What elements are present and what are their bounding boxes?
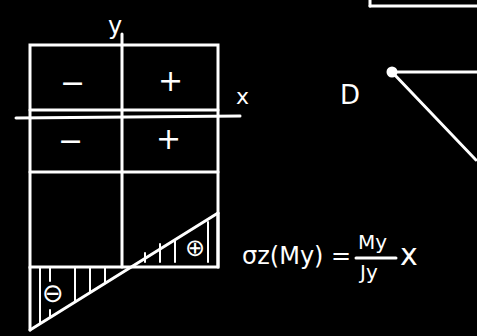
formula-numerator: My: [358, 232, 387, 252]
sign: −: [58, 126, 83, 156]
y-axis: [121, 34, 124, 267]
stress-edge: [29, 267, 32, 330]
stress-line: [30, 213, 218, 330]
sign-circle: ⊖: [42, 280, 64, 306]
hatching: [40, 222, 208, 323]
sign: +: [158, 66, 183, 96]
cross-section: [30, 45, 218, 267]
sign: −: [60, 68, 85, 98]
formula: σz(My) =: [242, 244, 351, 268]
sign: +: [156, 124, 181, 154]
formula: x: [400, 240, 418, 270]
x-axis: [16, 116, 240, 118]
formula-denominator: Jy: [360, 262, 378, 282]
axis-label: x: [236, 86, 249, 108]
axis-label: y: [108, 14, 122, 38]
grid-line: [30, 109, 218, 112]
fraction-bar: [356, 257, 396, 260]
grid-line: [30, 171, 218, 174]
corner-figure: [370, 0, 477, 160]
point-label: D: [340, 82, 360, 108]
sign-circle: ⊕: [185, 236, 205, 260]
stress-edge: [217, 213, 220, 267]
